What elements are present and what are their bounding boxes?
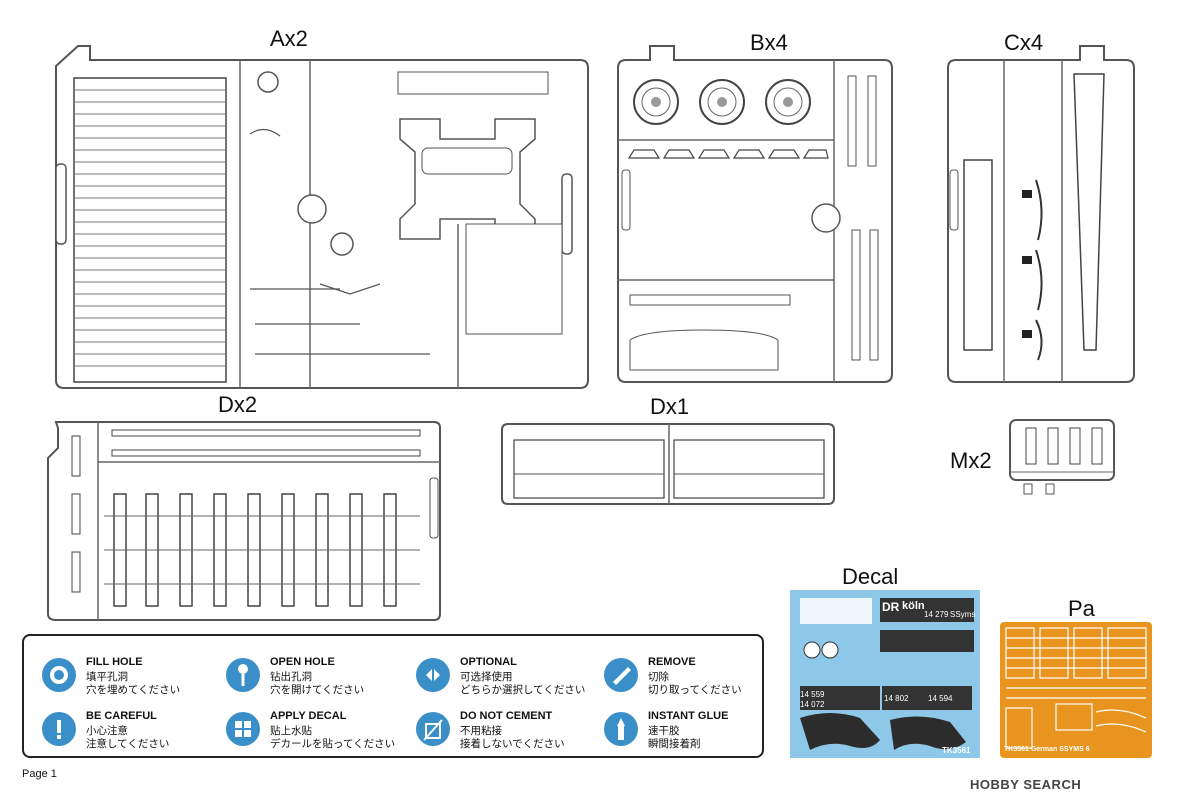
legend-zh: 小心注意 <box>86 725 128 737</box>
legend-remove: REMOVE 切除 切り取ってください <box>604 656 784 706</box>
decal-code: TK3561 <box>942 746 971 755</box>
instant-glue-icon <box>604 712 638 746</box>
legend-zh: 可选择使用 <box>460 671 513 683</box>
legend-do-not-cement: DO NOT CEMENT 不用粘接 接着しないでください <box>416 710 596 760</box>
legend-ja: 接着しないでください <box>460 738 565 750</box>
photo-etch-sheet: TK3561 German SSYMS 6 <box>1000 622 1152 758</box>
sprue-b-drawing <box>617 45 893 383</box>
sprue-a-label: Ax2 <box>270 26 308 51</box>
do-not-cement-icon <box>416 712 450 746</box>
remove-icon <box>604 658 638 692</box>
legend-title: BE CAREFUL <box>86 710 157 722</box>
legend-title: DO NOT CEMENT <box>460 710 553 722</box>
sprue-m-label: Mx2 <box>950 448 992 473</box>
open-hole-icon <box>226 658 260 692</box>
sprue-b-label: Bx4 <box>750 30 788 55</box>
legend-fill-hole: FILL HOLE 填平孔洞 穴を埋めてください <box>42 656 222 706</box>
decal-num: 14 279 <box>924 610 949 619</box>
decal-594: 14 594 <box>928 694 953 703</box>
legend-ja: 切り取ってください <box>648 684 742 696</box>
legend-zh: 速干胶 <box>648 725 680 737</box>
decal-sheet: DR köln 14 279 SSyms 14 559 14 072 14 80… <box>790 590 980 758</box>
sprue-d2-label: Dx2 <box>218 392 258 417</box>
legend-optional: OPTIONAL 可选择使用 どちらか選択してください <box>416 656 596 706</box>
legend-zh: 不用粘接 <box>460 725 502 737</box>
page-number: Page 1 <box>22 768 57 780</box>
sprue-d1-label: Dx1 <box>650 394 690 419</box>
watermark: HOBBY SEARCH <box>970 777 1082 792</box>
legend-zh: 填平孔洞 <box>86 671 128 683</box>
legend-ja: 注意してください <box>86 738 170 750</box>
fill-hole-icon <box>42 658 76 692</box>
decal-802: 14 802 <box>884 694 909 703</box>
legend-ja: どちらか選択してください <box>460 684 586 696</box>
legend-instant-glue: INSTANT GLUE 速干胶 瞬間接着剤 <box>604 710 784 760</box>
sprue-d1-drawing <box>501 423 835 505</box>
sprue-m-drawing <box>1009 419 1115 495</box>
legend-apply-decal: APPLY DECAL 贴上水贴 デカールを貼ってください <box>226 710 406 760</box>
pe-code: TK3561 German SSYMS 6 <box>1004 746 1090 753</box>
legend-zh: 切除 <box>648 671 669 683</box>
decal-artwork <box>800 598 974 750</box>
legend-ja: 瞬間接着剤 <box>648 738 701 750</box>
legend-title: APPLY DECAL <box>270 710 347 722</box>
sprue-c-drawing <box>947 45 1135 383</box>
pa-label: Pa <box>1068 596 1095 621</box>
legend-zh: 钻出孔洞 <box>270 671 312 683</box>
legend-title: FILL HOLE <box>86 656 143 668</box>
legend-title: REMOVE <box>648 656 696 668</box>
instruction-legend: FILL HOLE 填平孔洞 穴を埋めてください OPEN HOLE 钻出孔洞 … <box>22 634 764 758</box>
decal-072: 14 072 <box>800 700 825 709</box>
decal-koln: köln <box>902 600 925 612</box>
photo-etch-artwork <box>1005 627 1147 749</box>
legend-open-hole: OPEN HOLE 钻出孔洞 穴を開けてください <box>226 656 406 706</box>
legend-ja: 穴を開けてください <box>270 684 365 696</box>
sprue-a-drawing <box>55 45 589 389</box>
legend-title: OPEN HOLE <box>270 656 335 668</box>
optional-icon <box>416 658 450 692</box>
legend-title: OPTIONAL <box>460 656 517 668</box>
legend-be-careful: BE CAREFUL 小心注意 注意してください <box>42 710 222 760</box>
sprue-d2-drawing <box>47 421 441 621</box>
be-careful-icon <box>42 712 76 746</box>
decal-dr: DR <box>882 600 900 614</box>
legend-ja: 穴を埋めてください <box>86 684 181 696</box>
legend-title: INSTANT GLUE <box>648 710 729 722</box>
decal-ssyms: SSyms <box>950 610 976 619</box>
legend-zh: 贴上水贴 <box>270 725 312 737</box>
decal-label: Decal <box>842 564 899 589</box>
legend-ja: デカールを貼ってください <box>270 738 396 750</box>
apply-decal-icon <box>226 712 260 746</box>
decal-559: 14 559 <box>800 690 825 699</box>
sprue-c-label: Cx4 <box>1004 30 1044 55</box>
